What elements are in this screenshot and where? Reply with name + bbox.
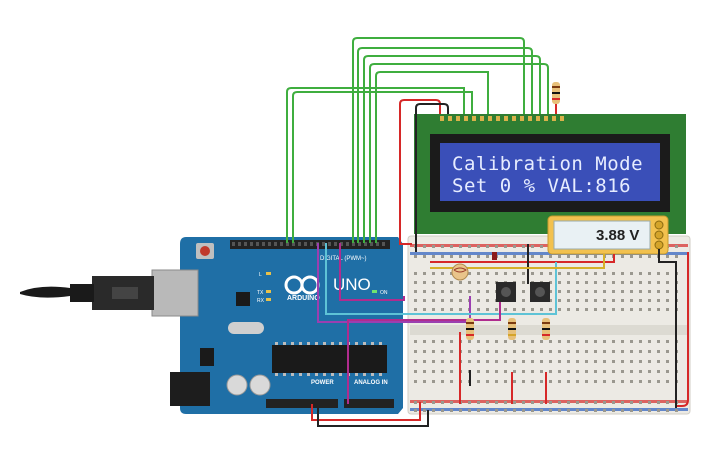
wire-green-1[interactable] [286,87,465,243]
power-jack [170,372,210,406]
wire-red-right-rail[interactable] [676,252,689,407]
wire-black-arduino-gnd[interactable] [317,404,429,427]
wire-black-mm-com[interactable] [658,249,677,408]
wire-green-7[interactable] [375,71,489,243]
lcd-line-1: Calibration Mode [452,153,643,175]
wire-red-mm[interactable] [430,254,615,263]
wire-green-6[interactable] [369,63,549,243]
on-label: ON [380,290,388,296]
atmega-chip [272,345,387,373]
photoresistor[interactable] [451,263,469,281]
usb-port [151,269,199,317]
lcd-16x2-module[interactable]: Calibration Mode Set 0 % VAL:816 [414,114,686,234]
digital-label: DIGITAL (PWM~) [320,256,367,262]
multimeter-terminal-v[interactable] [654,230,664,240]
wire-magenta[interactable] [347,300,501,404]
lcd-line-2: Set 0 % VAL:816 [452,175,631,197]
led-red[interactable] [492,252,497,260]
push-button-2[interactable] [530,282,550,302]
multimeter-reading: 3.88 V [596,227,639,244]
wire-magenta-2[interactable] [339,243,405,301]
tx-label: TX [257,290,264,296]
wire-cyan[interactable] [325,243,557,315]
resistor-backlight[interactable] [552,82,560,104]
analog-label: ANALOG IN [354,380,388,386]
resistor-1[interactable] [466,318,474,340]
on-led [372,290,377,293]
multimeter[interactable]: 3.88 V [547,215,669,255]
multimeter-terminal-com[interactable] [654,240,664,250]
wire-green-3[interactable] [352,37,525,243]
multimeter-display [553,220,651,250]
push-button-1[interactable] [496,282,516,302]
wire-purple[interactable] [317,243,471,323]
wire-red-arduino-5v[interactable] [311,402,421,421]
rx-label: RX [257,298,265,304]
l-label: L [259,272,262,278]
resistor-2[interactable] [508,318,516,340]
wire-green-5[interactable] [363,55,541,243]
wire-green-4[interactable] [357,47,533,243]
wire-red-lcd-vcc[interactable] [399,99,441,245]
analog-header [344,399,394,408]
arduino-model-text: UNO [333,275,371,294]
arduino-uno-board[interactable]: ARDUINO UNO DIGITAL (PWM~) POWER ANALOG … [20,237,403,414]
arduino-brand-text: ARDUINO [287,295,320,302]
multimeter-terminal-a[interactable] [654,220,664,230]
lcd-screen [440,143,660,201]
resistor-3[interactable] [542,318,550,340]
power-label: POWER [311,380,334,386]
wire-black-lcd-gnd[interactable] [415,103,449,252]
power-header [266,399,338,408]
wire-green-2[interactable] [292,91,473,243]
wire-yellow[interactable] [430,254,605,269]
